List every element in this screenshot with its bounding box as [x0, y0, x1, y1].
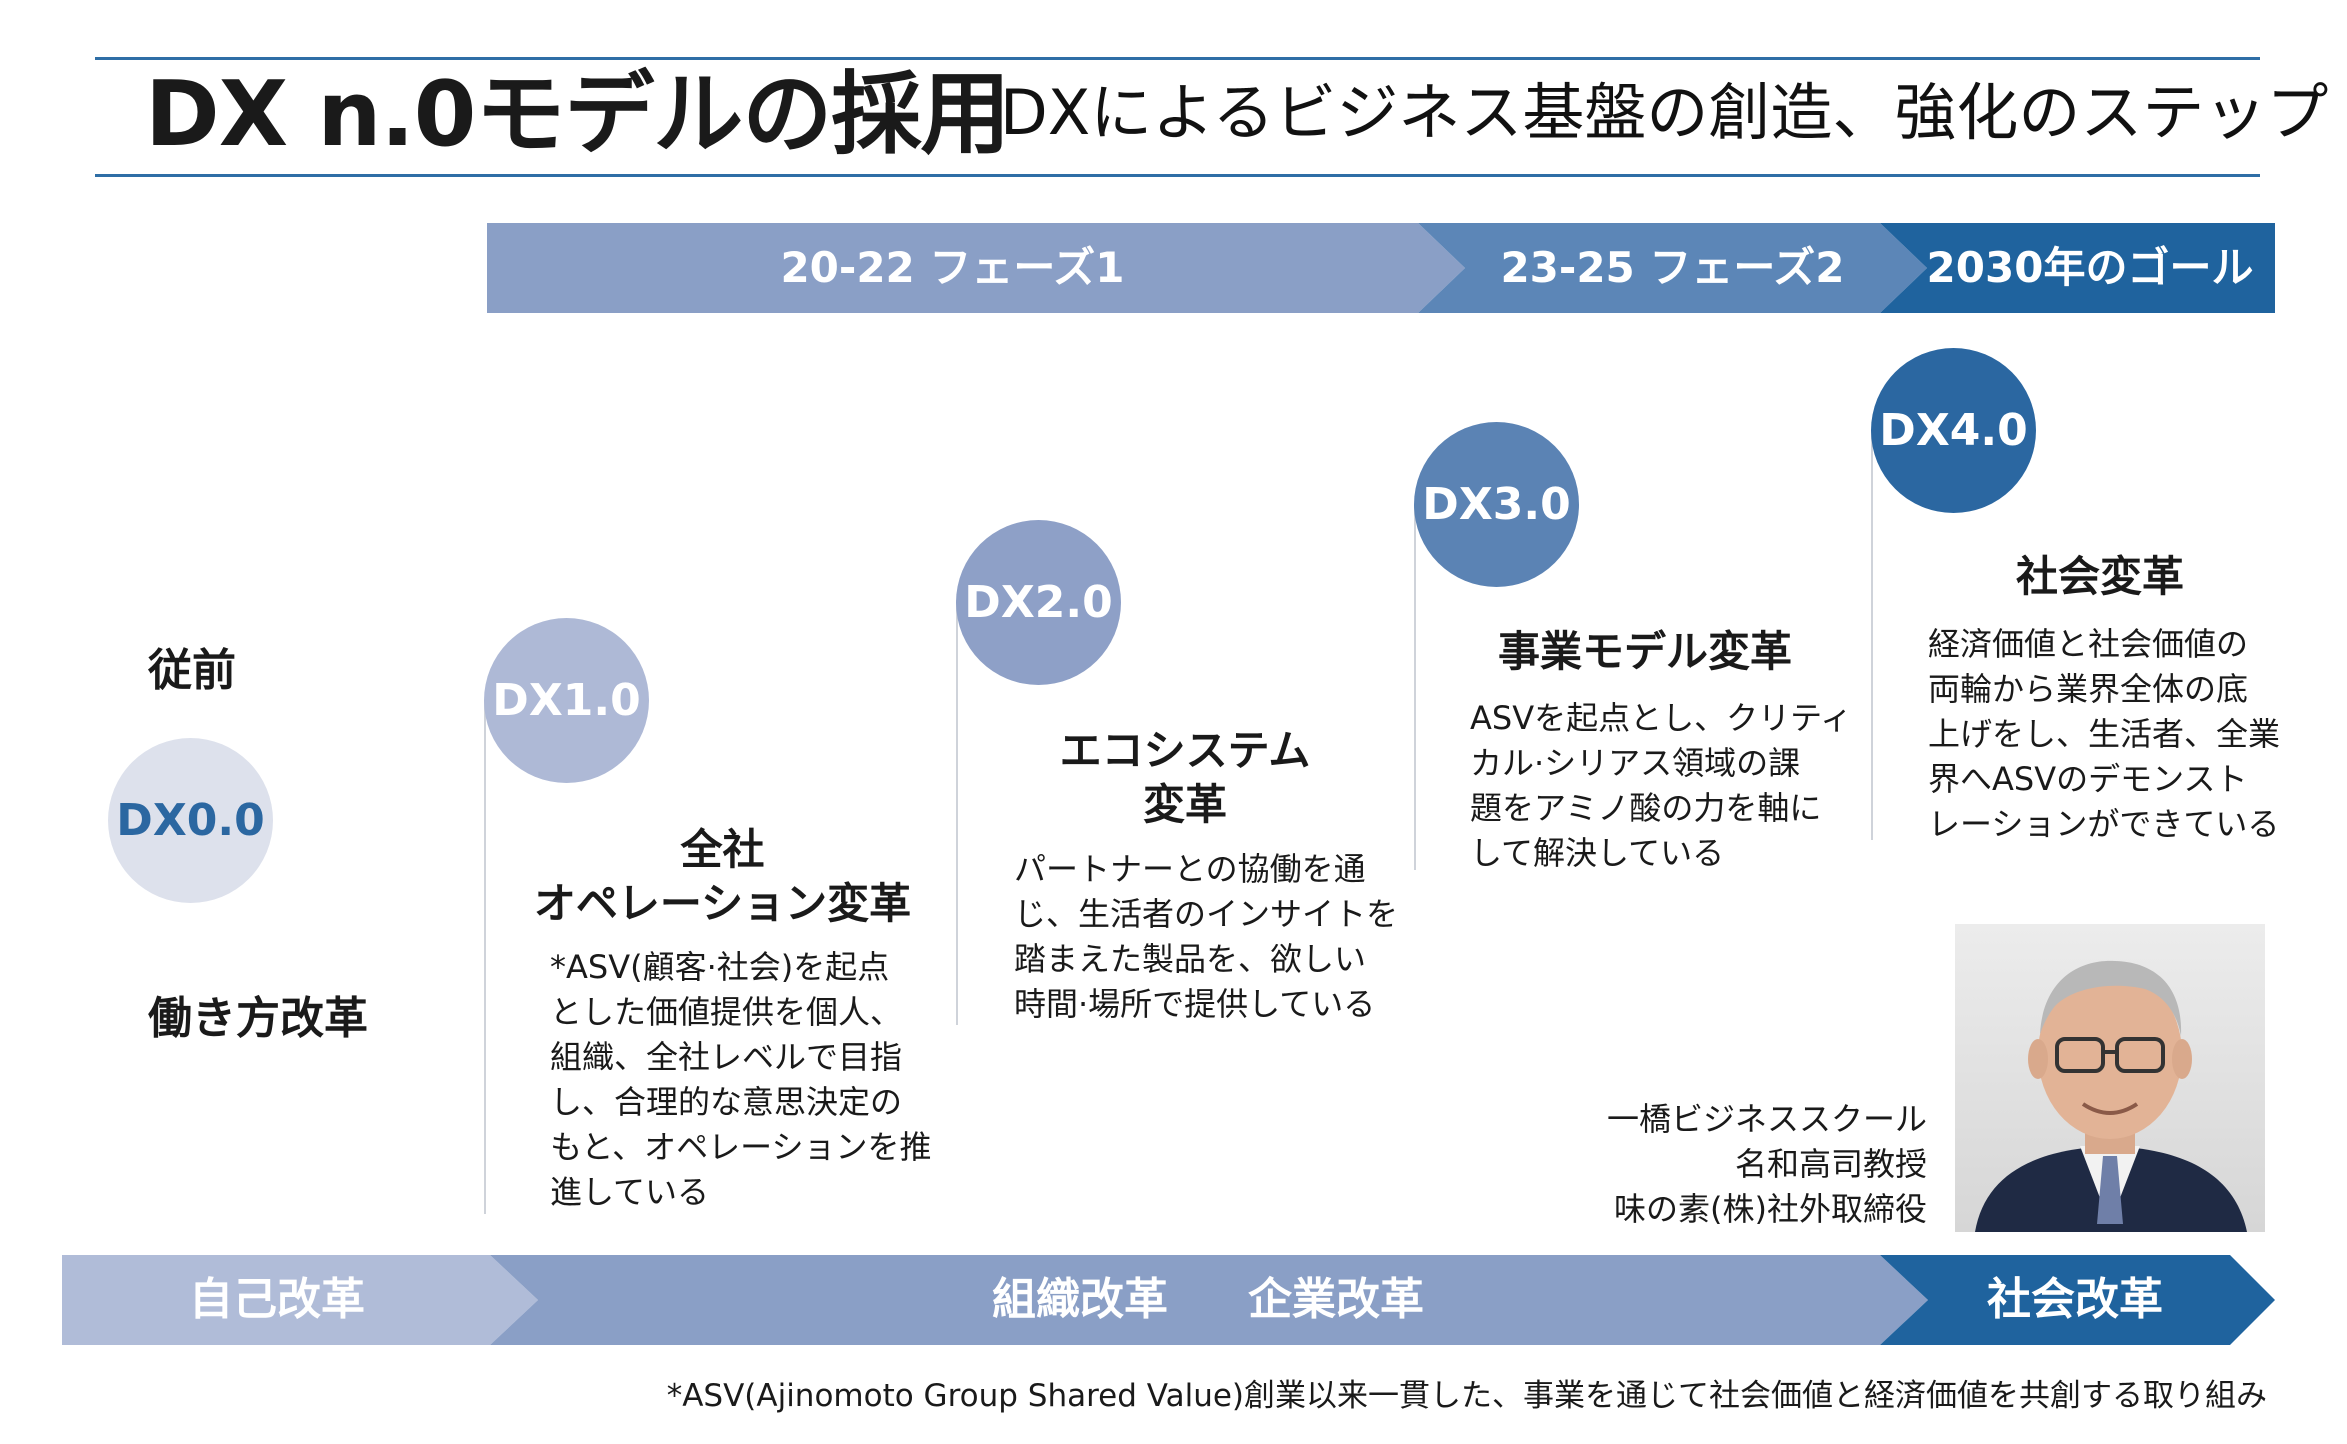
dx1-badge: DX1.0 [484, 618, 649, 783]
dx4-line [1871, 430, 1873, 840]
dx2-body: パートナーとの協働を通 じ、生活者のインサイトを 踏まえた製品を、欲しい 時間·… [1014, 847, 1398, 1027]
dx2-badge: DX2.0 [956, 520, 1121, 685]
dx4-body-line: レーションができている [1928, 805, 2280, 843]
bottom-org-reform: 組織改革 [992, 1274, 1168, 1325]
dx1-heading-line: オペレーション変革 [533, 879, 912, 928]
dx2-heading-line: エコシステム [1059, 726, 1311, 775]
page-title: DX n.0モデルの採用 [145, 62, 1010, 167]
professor-name: 名和高司教授 [1734, 1145, 1927, 1183]
goal-label: 2030年のゴール [1926, 243, 2254, 292]
phase1-label: 20-22 フェーズ1 [780, 243, 1125, 292]
dx3-body-line: ASVを起点とし、クリティ [1470, 699, 1853, 737]
dx4-body: 経済価値と社会価値の 両輪から業界全体の底 上げをし、生活者、全業 界へASVの… [1928, 622, 2280, 847]
professor-affiliation: 一橋ビジネススクール [1606, 1100, 1927, 1138]
professor-role: 味の素(株)社外取締役 [1614, 1190, 1927, 1228]
footnote: *ASV(Ajinomoto Group Shared Value)創業以来一貫… [666, 1378, 2267, 1414]
before-label: 従前 [148, 645, 236, 696]
dx1-body-line: とした価値提供を個人、 [550, 993, 903, 1031]
dx2-body-line: 時間·場所で提供している [1014, 985, 1376, 1023]
professor-caption: 一橋ビジネススクール 名和高司教授 味の素(株)社外取締役 [1607, 1097, 1927, 1232]
dx4-heading: 社会変革 [1920, 550, 2280, 604]
dx2-line [956, 600, 958, 1025]
dx1-line [484, 700, 486, 1214]
dx4-heading-line: 社会変革 [2015, 552, 2184, 601]
dx1-body-line: 進している [550, 1173, 710, 1211]
dx3-body-line: して解決している [1470, 834, 1725, 872]
dx3-badge-label: DX3.0 [1422, 479, 1571, 530]
phase2-arrow [1418, 223, 1927, 313]
bottom-corp-reform: 企業改革 [1248, 1274, 1424, 1325]
dx3-body-line: カル·シリアス領域の課 [1470, 744, 1801, 782]
dx3-body-line: 題をアミノ酸の力を軸に [1470, 789, 1822, 827]
bottom-rule [95, 174, 2260, 177]
dx1-body-line: 組織、全社レベルで目指 [550, 1038, 903, 1076]
dx3-badge: DX3.0 [1414, 422, 1579, 587]
dx4-body-line: 界へASVのデモンスト [1928, 760, 2248, 798]
dx2-heading: エコシステム 変革 [1000, 724, 1370, 832]
dx3-heading: 事業モデル変革 [1450, 625, 1840, 679]
dx3-body: ASVを起点とし、クリティ カル·シリアス領域の課 題をアミノ酸の力を軸に して… [1470, 696, 1852, 876]
dx1-heading-line: 全社 [680, 825, 765, 874]
dx1-heading: 全社 オペレーション変革 [520, 823, 925, 931]
dx1-body: *ASV(顧客·社会)を起点 とした価値提供を個人、 組織、全社レベルで目指 し… [550, 945, 931, 1215]
dx4-body-line: 経済価値と社会価値の [1928, 625, 2249, 663]
dx2-body-line: パートナーとの協働を通 [1014, 850, 1366, 888]
professor-photo [1955, 924, 2265, 1232]
goal-arrow [1880, 223, 2275, 313]
bottom-society-reform: 社会改革 [1987, 1274, 2163, 1325]
dx1-body-line: し、合理的な意思決定の [550, 1083, 903, 1121]
dx2-body-line: 踏まえた製品を、欲しい [1014, 940, 1367, 978]
dx4-body-line: 上げをし、生活者、全業 [1928, 715, 2281, 753]
dx3-heading-line: 事業モデル変革 [1497, 627, 1792, 676]
dx2-badge-label: DX2.0 [964, 577, 1113, 628]
dx0-badge: DX0.0 [108, 738, 273, 903]
dx1-body-line: *ASV(顧客·社会)を起点 [550, 948, 890, 986]
phase1-arrow [487, 223, 1465, 313]
phase2-label: 23-25 フェーズ2 [1500, 243, 1845, 292]
dx1-body-line: もと、オペレーションを推 [550, 1128, 932, 1166]
top-rule [95, 57, 2260, 60]
dx2-body-line: じ、生活者のインサイトを [1014, 895, 1399, 933]
work-style-label: 働き方改革 [148, 993, 368, 1044]
bottom-self-reform: 自己改革 [189, 1274, 365, 1325]
dx4-body-line: 両輪から業界全体の底 [1928, 670, 2249, 708]
dx3-line [1414, 505, 1416, 870]
bottom-arrow-society [1880, 1255, 2275, 1345]
bottom-arrow-org [490, 1255, 1928, 1345]
dx4-badge-label: DX4.0 [1879, 405, 2028, 456]
bottom-arrow-self [62, 1255, 538, 1345]
dx2-heading-line: 変革 [1142, 780, 1227, 829]
dx4-badge: DX4.0 [1871, 348, 2036, 513]
dx0-badge-label: DX0.0 [116, 795, 265, 846]
dx1-badge-label: DX1.0 [492, 675, 641, 726]
page-subtitle: DXによるビジネス基盤の創造、強化のステップ [1000, 76, 2329, 149]
